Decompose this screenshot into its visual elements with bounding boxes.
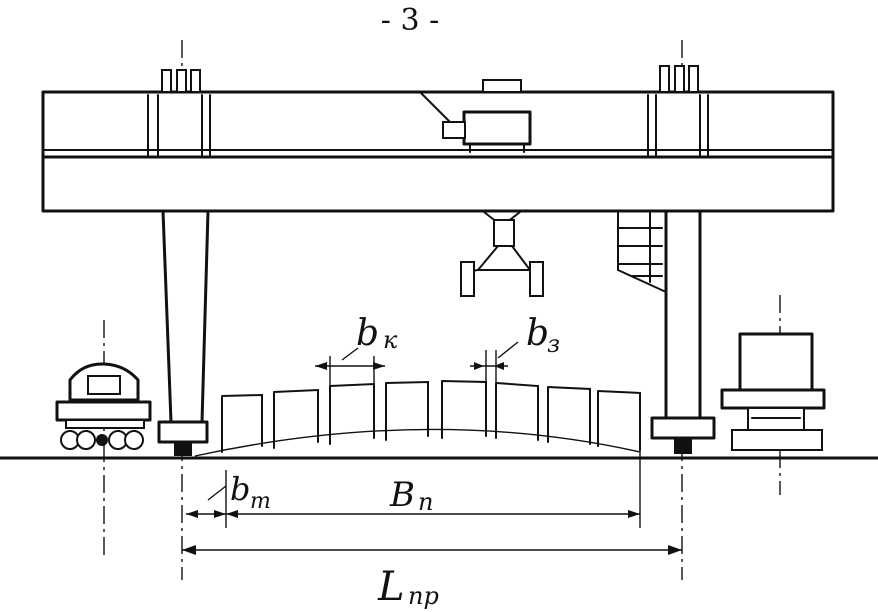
label-bp-main: B xyxy=(389,475,415,515)
left-wagon xyxy=(55,362,152,450)
label-bt-sub: т xyxy=(250,489,271,514)
label-lpr-main: L xyxy=(377,564,405,610)
bridge-beam xyxy=(41,65,835,213)
label-bk-main: b xyxy=(356,313,379,354)
dimension-bp xyxy=(186,450,641,528)
label-bt-main: b xyxy=(230,470,250,508)
label-bk-sub: к xyxy=(383,326,398,354)
right-leg xyxy=(650,209,716,454)
page-number: - 3 - xyxy=(381,3,439,38)
crane-grab xyxy=(460,211,544,297)
left-leg xyxy=(157,209,210,456)
trolley-winch xyxy=(384,79,532,153)
label-bz-main: b xyxy=(526,313,549,354)
label-lpr-sub: пр xyxy=(408,582,439,610)
right-truck xyxy=(720,332,826,451)
stockpile-items xyxy=(194,380,641,457)
dimension-bk xyxy=(315,347,385,386)
label-bp-sub: п xyxy=(418,488,433,516)
label-bz-sub: з xyxy=(547,330,560,358)
dimension-bz xyxy=(470,341,519,382)
ladder xyxy=(617,210,667,293)
dimension-lpr xyxy=(182,545,682,555)
